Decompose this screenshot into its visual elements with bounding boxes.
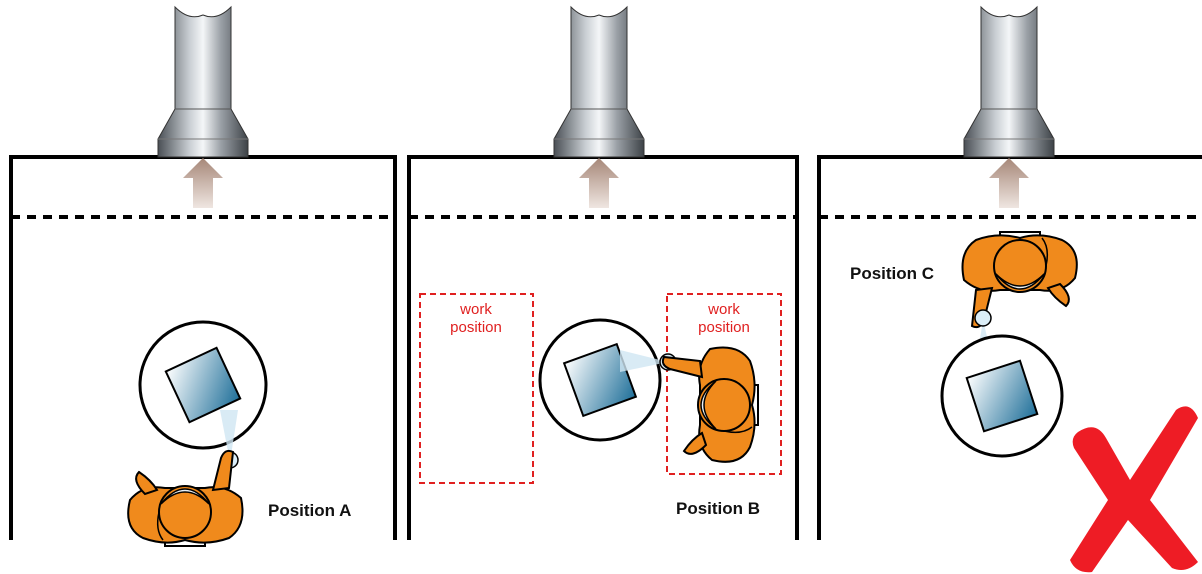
airflow-arrow-icon — [579, 158, 619, 208]
work-label-line2: position — [698, 319, 750, 336]
panel-b: work position work position Position B — [407, 6, 799, 540]
airflow-arrow-icon — [183, 158, 223, 208]
exhaust-hood-icon — [553, 6, 645, 158]
workpiece-icon — [940, 334, 1064, 458]
work-label-line1: work — [459, 301, 492, 318]
position-label: Position B — [676, 499, 760, 518]
exhaust-hood-icon — [157, 6, 249, 158]
panel-a: Position A — [9, 6, 397, 547]
exhaust-hood-icon — [963, 6, 1055, 158]
booth-wall — [817, 155, 1202, 540]
tool-icon — [974, 309, 992, 327]
position-label: Position C — [850, 264, 934, 283]
worker-icon — [127, 449, 244, 547]
panel-c: Position C — [817, 6, 1202, 573]
worker-icon — [661, 346, 759, 463]
workpiece-icon — [538, 318, 662, 442]
work-position-box — [666, 293, 782, 475]
wrong-x-icon — [1070, 406, 1198, 573]
work-label-line1: work — [707, 301, 740, 318]
workpiece-icon — [138, 320, 268, 450]
work-label-line2: position — [450, 319, 502, 336]
airflow-arrow-icon — [989, 158, 1029, 208]
position-label: Position A — [268, 501, 351, 520]
